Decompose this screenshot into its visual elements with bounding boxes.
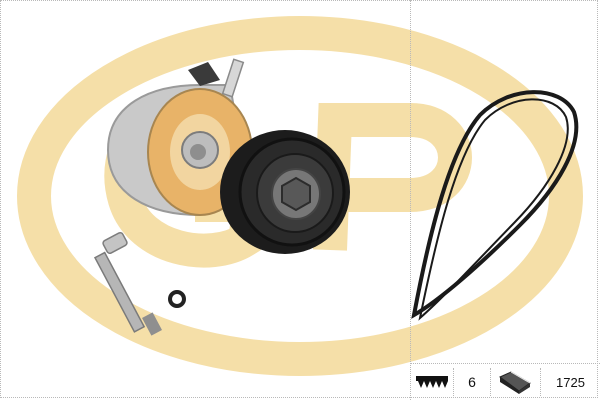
spec-divider [410, 363, 600, 364]
panel-divider [410, 0, 411, 400]
spec-separator [539, 368, 541, 396]
spec-separator [453, 368, 455, 396]
brand-watermark [17, 16, 583, 376]
mounting-bolt [93, 231, 162, 336]
belt-length: 1725 [556, 374, 585, 390]
spec-separator [489, 368, 491, 396]
poly-v-belt [411, 90, 579, 321]
poly-v-ribs-icon [410, 364, 453, 400]
belt-spec-row: 6 1725 [410, 364, 600, 400]
rib-count: 6 [468, 374, 476, 390]
belt-length-icon [491, 364, 540, 400]
o-ring [168, 290, 186, 308]
idler-pulley [220, 130, 350, 254]
